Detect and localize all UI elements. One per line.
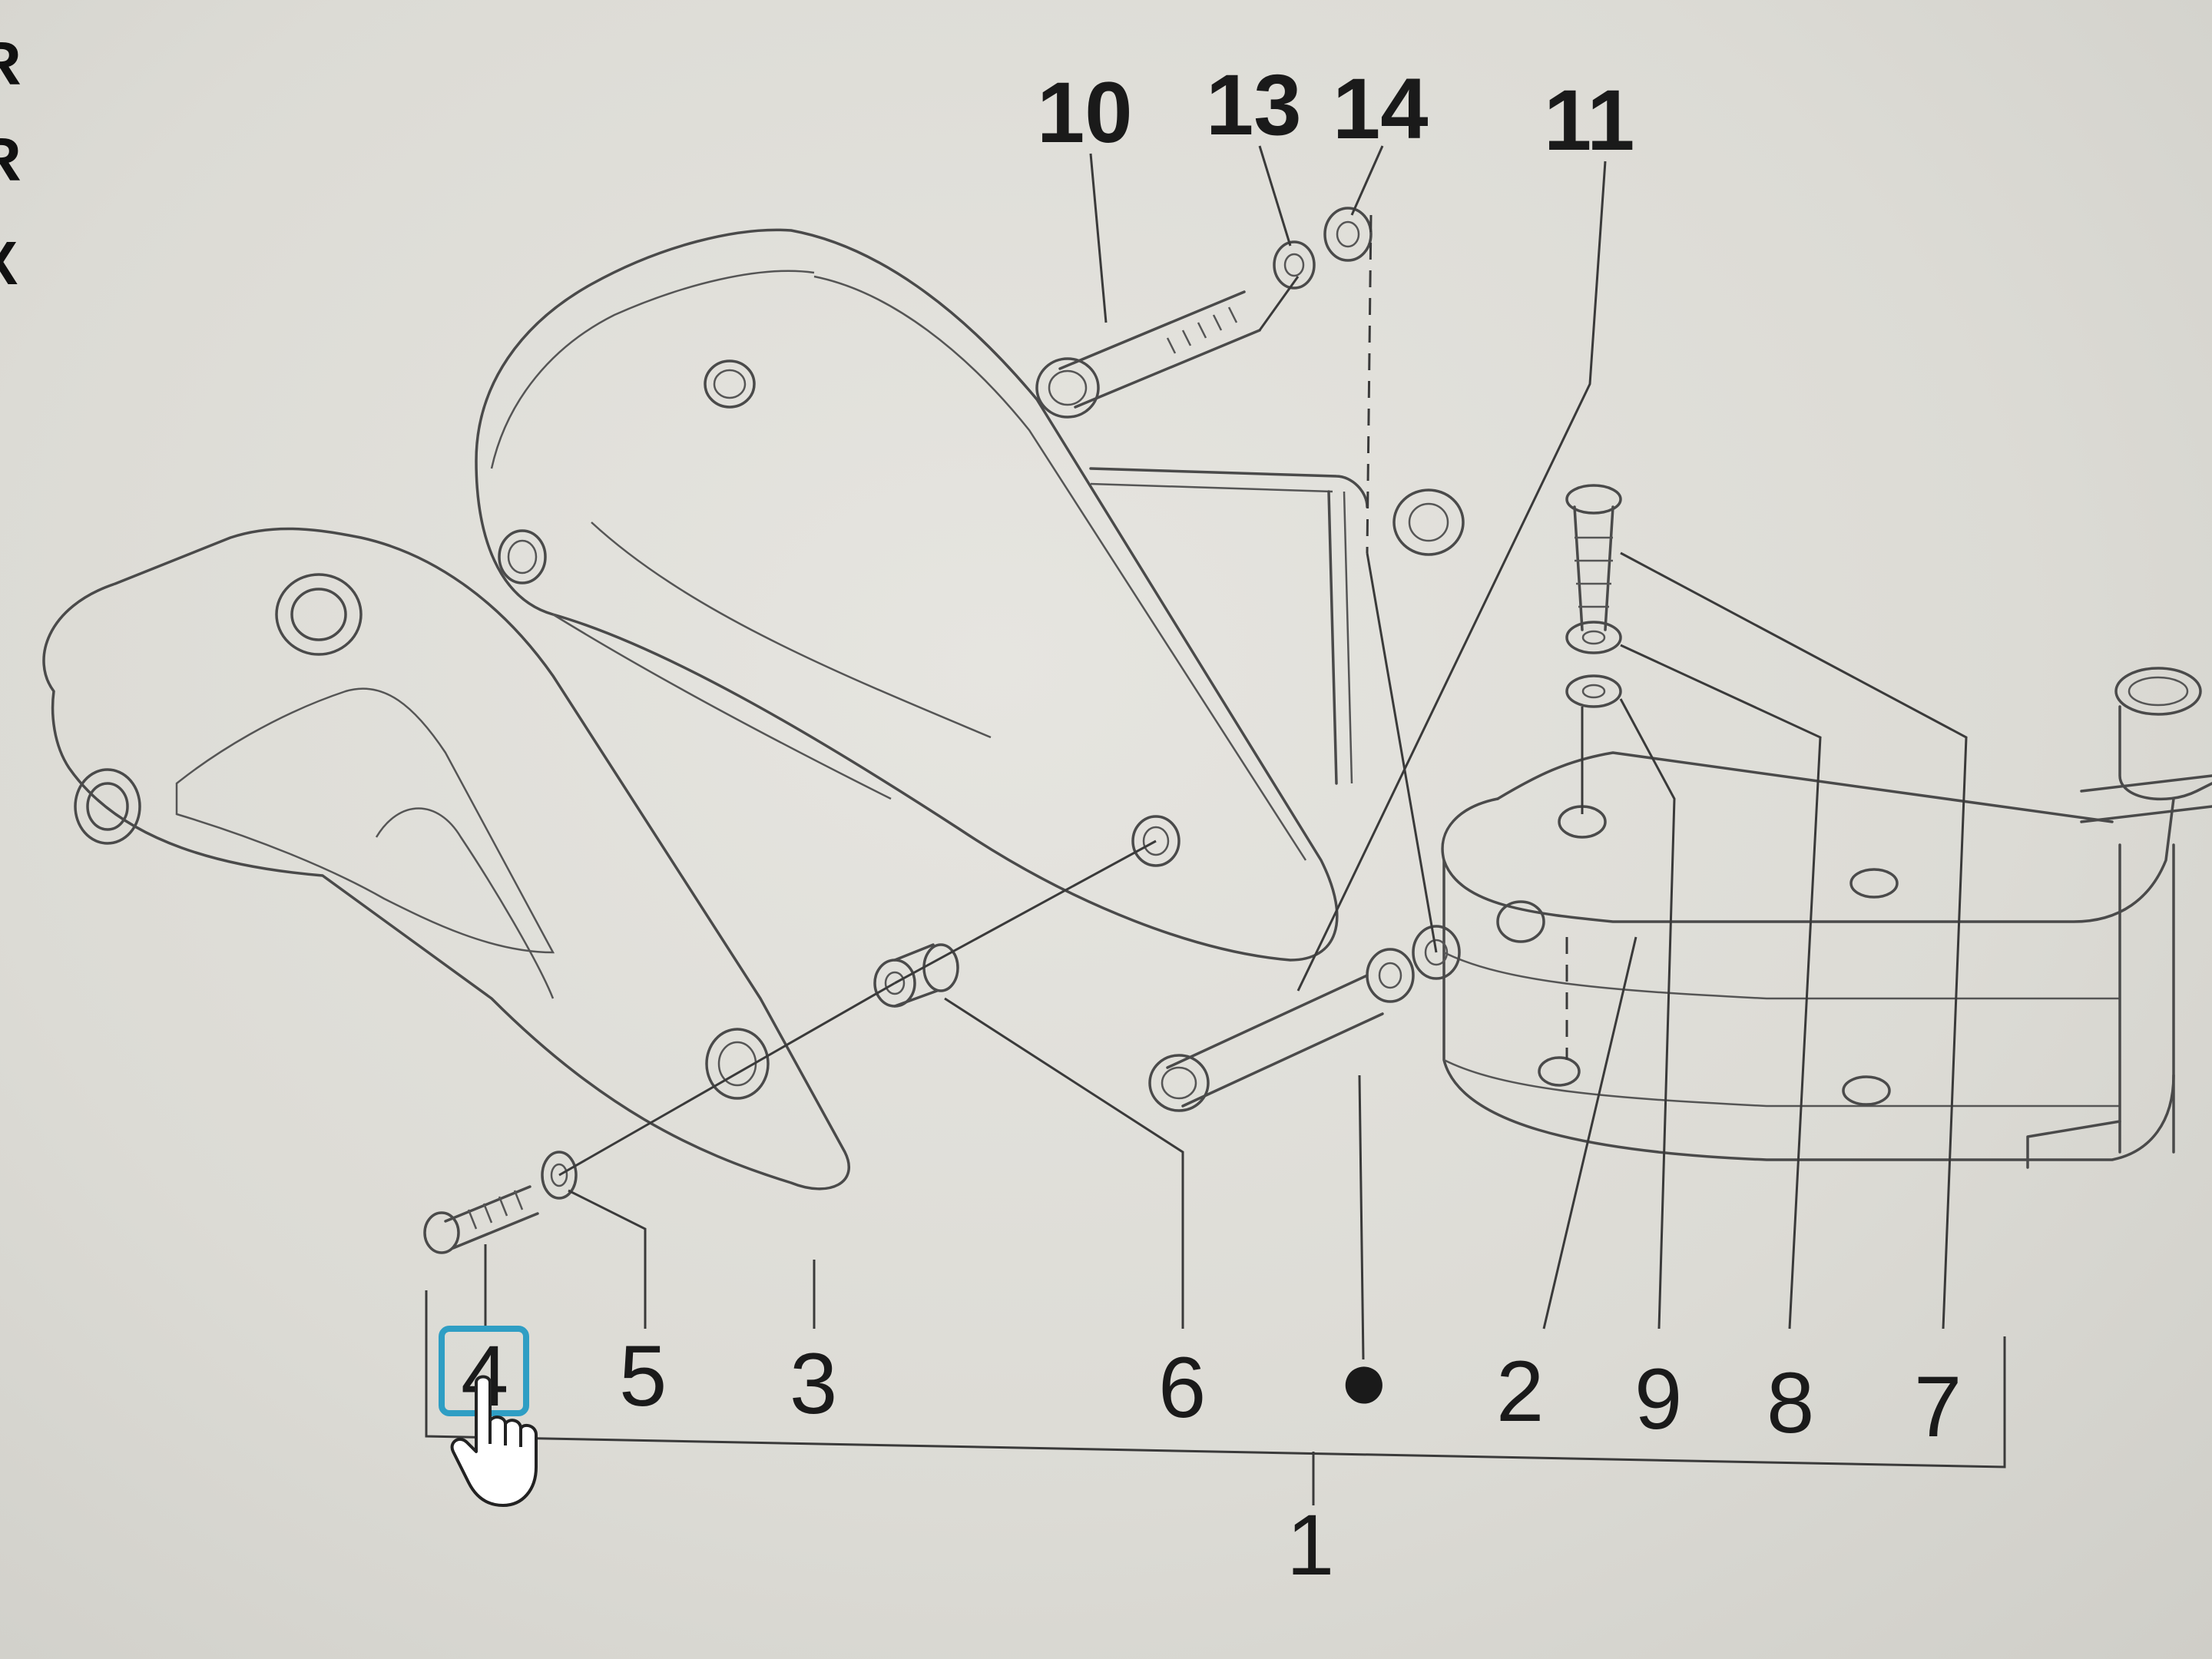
callout-label[interactable]: 2 <box>1496 1343 1544 1439</box>
callout-label[interactable]: 7 <box>1914 1359 1962 1455</box>
callout-label[interactable]: 8 <box>1767 1355 1814 1451</box>
callout-label[interactable]: 6 <box>1158 1339 1206 1435</box>
callout-label[interactable]: 14 <box>1333 61 1429 157</box>
callout-label[interactable]: 10 <box>1037 65 1133 161</box>
bracket-plate-part <box>42 527 850 1190</box>
edge-glyph: X <box>0 229 18 297</box>
left-edge-glyphs: R R X <box>0 29 22 297</box>
bolt-7-part <box>1565 484 1622 708</box>
muffler-part <box>1441 751 2175 1161</box>
lower-bolt-part <box>1148 900 1545 1112</box>
bullet-marker[interactable]: ● <box>1338 1332 1390 1428</box>
edge-glyph: R <box>0 29 22 98</box>
screw-4-part <box>423 1151 578 1254</box>
callout-label[interactable]: 3 <box>790 1336 837 1432</box>
outlet-pipe-part <box>2026 667 2212 1169</box>
top-callouts: 10 13 14 11 <box>1037 57 1634 168</box>
callout-group-label[interactable]: 1 <box>1286 1497 1334 1593</box>
edge-glyph: R <box>0 125 22 194</box>
bottom-callouts: 4 5 3 6 ● 2 9 8 7 1 <box>439 1326 1962 1593</box>
leader-lines <box>425 145 2006 1505</box>
bolt-10-part <box>1035 207 1373 419</box>
hand-pointer-icon <box>450 1375 538 1507</box>
callout-label[interactable]: 11 <box>1544 72 1634 168</box>
pipe-part <box>1089 467 1465 785</box>
heat-shield-part <box>475 228 1339 962</box>
callout-label[interactable]: 13 <box>1206 57 1302 153</box>
callout-label[interactable]: 5 <box>619 1328 667 1424</box>
alignment-lines <box>558 214 1584 1177</box>
spacer-6-part <box>873 815 1181 1008</box>
callout-label[interactable]: 9 <box>1634 1351 1682 1447</box>
